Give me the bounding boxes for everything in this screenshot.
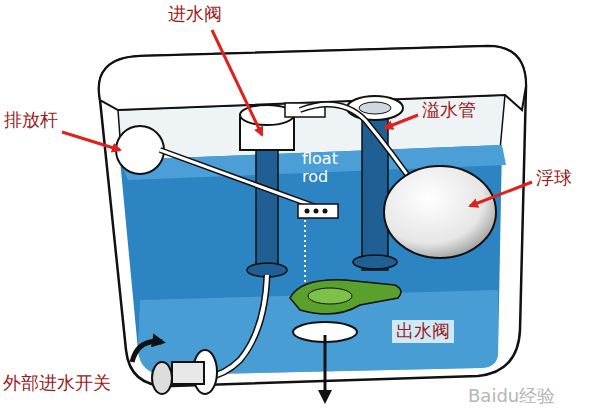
lever-hole (314, 209, 319, 214)
lever-hole (323, 209, 328, 214)
leader-arrow (212, 30, 262, 135)
part-label: 出水阀 (392, 320, 454, 343)
tank-body (99, 46, 526, 386)
flush-handle (116, 126, 164, 174)
stop-valve (172, 362, 204, 384)
leader-arrow (470, 182, 532, 206)
part-label: 浮球 (536, 168, 572, 189)
leader-arrow (62, 132, 120, 150)
turn-arrow (132, 341, 162, 362)
water-body (120, 145, 502, 375)
part-label: 溢水管 (422, 100, 476, 121)
part-label: 排放杆 (4, 110, 58, 131)
fill-valve-base (247, 263, 287, 277)
overflow-tube-hole (359, 102, 391, 114)
float-ball (384, 166, 496, 258)
lift-chain (304, 215, 306, 290)
outflow-arrow (324, 335, 327, 400)
valve-knob (152, 362, 172, 394)
overflow-tube-top (347, 96, 403, 120)
part-label: float rod (302, 150, 354, 187)
leader-arrow (385, 115, 418, 128)
float-rod (300, 104, 418, 190)
flapper-top (308, 288, 352, 304)
lever-hole (305, 209, 310, 214)
flapper (290, 280, 401, 314)
part-label: 进水阀 (168, 4, 222, 25)
overflow-base (353, 255, 397, 269)
part-label: 外部进水开关 (3, 373, 111, 394)
float-rod-outline (300, 104, 418, 190)
watermark: Baidu经验 (468, 386, 555, 407)
